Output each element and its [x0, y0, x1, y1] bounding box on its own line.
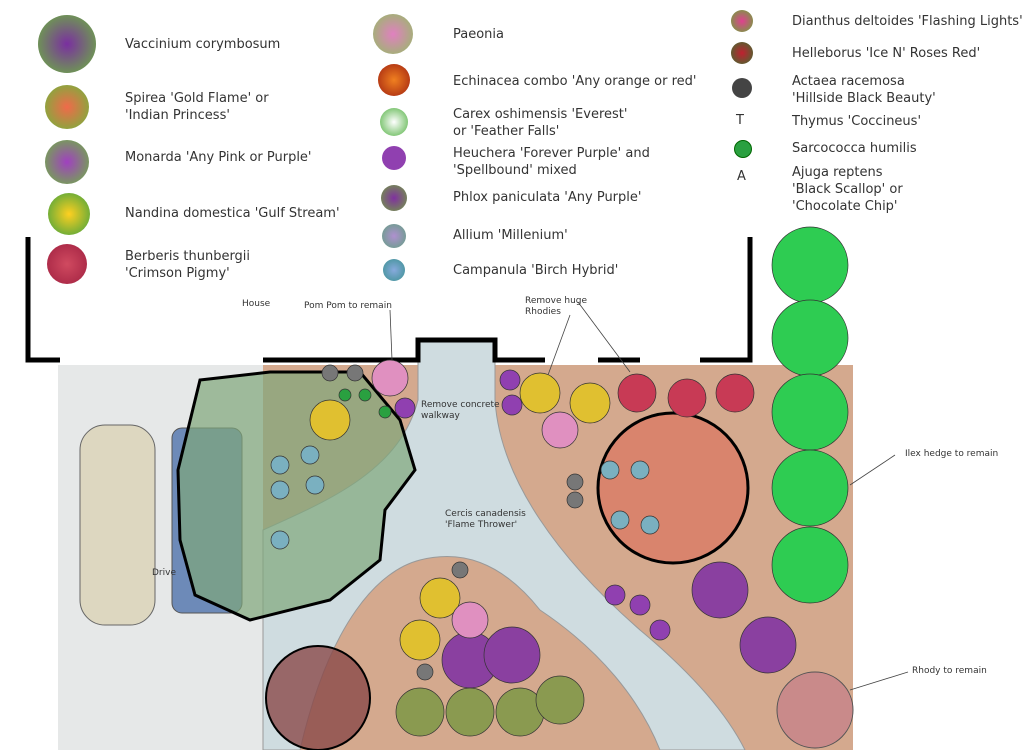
actaea-plant — [416, 663, 434, 681]
actaea-plant — [321, 364, 339, 382]
actaea-plant — [566, 473, 584, 491]
shrub-plant — [395, 687, 445, 737]
campanula-plant — [270, 530, 290, 550]
drive-label: Drive — [152, 568, 176, 578]
heuchera-plant — [629, 594, 651, 616]
legend-label: Thymus 'Coccineus' — [792, 114, 922, 129]
vaccinium-shrub — [691, 561, 749, 619]
phlox-icon — [381, 185, 407, 211]
legend-label: Actaea racemosa 'Hillside Black Beauty' — [792, 74, 936, 106]
nandina-shrub — [569, 382, 611, 424]
ilex-label: Ilex hedge to remain — [905, 449, 999, 459]
actaea-plant — [346, 364, 364, 382]
house-label: House — [242, 299, 271, 309]
campanula-icon — [383, 259, 405, 281]
ilex-hedge-shrub — [771, 373, 849, 451]
campanula-plant — [300, 445, 320, 465]
rhodies-label: Remove huge Rhodies — [525, 296, 588, 317]
legend-label: Monarda 'Any Pink or Purple' — [125, 150, 312, 165]
berberis-icon — [47, 244, 87, 284]
heuchera-icon — [382, 146, 406, 170]
legend-label: Carex oshimensis 'Everest' or 'Feather F… — [453, 107, 628, 139]
nandina-shrub — [419, 577, 461, 619]
legend-label: Paeonia — [453, 27, 504, 42]
legend-label: Heuchera 'Forever Purple' and 'Spellboun… — [453, 146, 650, 178]
sarcococca-plant — [338, 388, 352, 402]
heuchera-plant — [499, 369, 521, 391]
heuchera-plant — [604, 584, 626, 606]
campanula-plant — [640, 515, 660, 535]
heuchera-plant — [649, 619, 671, 641]
berberis-shrub — [715, 373, 755, 413]
campanula-plant — [305, 475, 325, 495]
campanula-plant — [610, 510, 630, 530]
nandina-shrub — [399, 619, 441, 661]
pompom-label: Pom Pom to remain — [304, 301, 392, 311]
berberis-shrub — [667, 378, 707, 418]
nandina-icon — [48, 193, 90, 235]
shrub-plant — [445, 687, 495, 737]
paeonia-shrub — [451, 601, 489, 639]
sarcococca-plant — [378, 405, 392, 419]
ajuga-icon: A — [737, 169, 746, 184]
spirea-icon — [45, 85, 89, 129]
sarcococca-icon — [734, 140, 752, 158]
ilex-hedge-shrub — [771, 299, 849, 377]
monarda-icon — [45, 140, 89, 184]
rhody-label: Rhody to remain — [912, 666, 987, 676]
campanula-plant — [600, 460, 620, 480]
ilex-hedge-shrub — [771, 226, 849, 304]
nandina-shrub — [519, 372, 561, 414]
legend-label: Echinacea combo 'Any orange or red' — [453, 74, 697, 89]
actaea-plant — [566, 491, 584, 509]
cercis-label: Cercis canadensis 'Flame Thrower' — [445, 509, 526, 530]
legend-label: Phlox paniculata 'Any Purple' — [453, 190, 642, 205]
dianthus-icon — [731, 10, 753, 32]
legend-label: Vaccinium corymbosum — [125, 37, 281, 52]
vaccinium-icon — [38, 15, 96, 73]
tree-canopy — [265, 645, 371, 750]
sarcococca-plant — [358, 388, 372, 402]
legend-label: Dianthus deltoides 'Flashing Lights' — [792, 14, 1023, 29]
ilex-hedge-shrub — [771, 449, 849, 527]
nandina-shrub — [309, 399, 351, 441]
legend-label: Spirea 'Gold Flame' or 'Indian Princess' — [125, 91, 269, 123]
berberis-shrub — [617, 373, 657, 413]
helleborus-icon — [731, 42, 753, 64]
paeonia-shrub — [371, 359, 409, 397]
car-icon — [79, 424, 156, 626]
legend-label: Berberis thunbergii 'Crimson Pigmy' — [125, 249, 251, 281]
heuchera-plant — [394, 397, 416, 419]
paeonia-shrub — [541, 411, 579, 449]
legend-label: Ajuga reptens 'Black Scallop' or 'Chocol… — [792, 165, 903, 214]
house-wall — [25, 237, 753, 363]
actaea-plant — [451, 561, 469, 579]
echinacea-icon — [378, 64, 410, 96]
legend-label: Campanula 'Birch Hybrid' — [453, 263, 619, 278]
campanula-plant — [630, 460, 650, 480]
legend-label: Sarcococca humilis — [792, 141, 917, 156]
heuchera-plant — [501, 394, 523, 416]
carex-icon — [380, 108, 408, 136]
vaccinium-shrub — [739, 616, 797, 674]
thymus-icon: T — [736, 113, 744, 128]
campanula-plant — [270, 480, 290, 500]
legend-label: Helleborus 'Ice N' Roses Red' — [792, 46, 981, 61]
actaea-icon — [732, 78, 752, 98]
paeonia-icon — [373, 14, 413, 54]
allium-icon — [382, 224, 406, 248]
campanula-plant — [270, 455, 290, 475]
legend-label: Nandina domestica 'Gulf Stream' — [125, 206, 340, 221]
cercis-tree — [596, 411, 750, 565]
shrub-plant — [535, 675, 585, 725]
ilex-hedge-shrub — [771, 526, 849, 604]
vaccinium-shrub — [483, 626, 541, 684]
rhody-shrub — [776, 671, 854, 749]
walkway-label: Remove concrete walkway — [421, 400, 500, 421]
legend-label: Allium 'Millenium' — [453, 228, 568, 243]
